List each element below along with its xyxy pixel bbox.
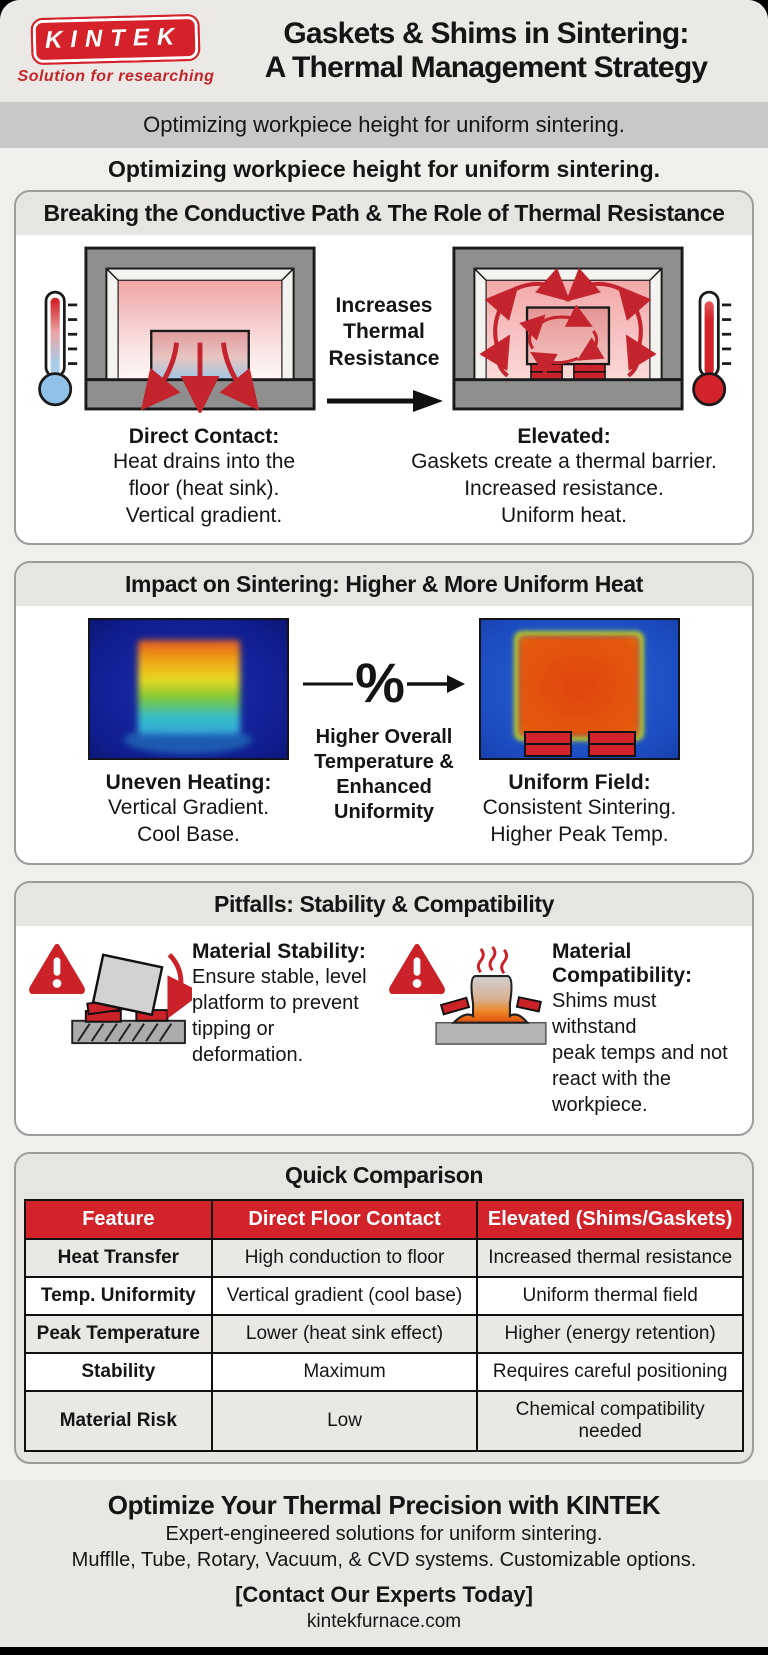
section-impact: Impact on Sintering: Higher & More Unifo… [14,561,754,866]
increases-resistance-label: Increases Thermal Resistance [328,294,440,370]
comparison-table: Feature Direct Floor Contact Elevated (S… [24,1199,744,1453]
thermometer-hot-icon [689,287,733,414]
stability-title: Material Stability: [192,940,366,964]
cell: High conduction to floor [210,1238,479,1279]
kintek-logo-box: KINTEK [30,13,202,66]
section-pitfalls: Pitfalls: Stability & Compatibility [14,881,754,1137]
warning-triangle-icon [28,942,86,999]
uneven-heating-caption: Uneven Heating: Vertical Gradient. Cool … [88,771,289,849]
uniform-field-caption: Uniform Field: Consistent Sintering. Hig… [479,771,680,849]
contact-cta[interactable]: [Contact Our Experts Today] [235,1582,533,1608]
furnace-direct-contact-diagram [83,245,317,418]
elevated-caption-title: Elevated: [517,424,611,448]
table-row: Heat Transfer High conduction to floor I… [24,1238,744,1279]
cell: Peak Temperature [24,1314,213,1355]
compatibility-title: Material Compatibility: [552,940,692,988]
dash-icon [303,682,354,686]
table-row: Peak Temperature Lower (heat sink effect… [24,1314,744,1355]
percent-symbol: % [355,651,405,715]
impact-middle: % Higher Overall Temperature & Enhanced … [299,618,469,824]
cell: Maximum [210,1352,479,1393]
thermal-uniform-graphic [479,618,680,761]
compatibility-text: Material Compatibility: Shims must withs… [552,940,744,1118]
bottom-black-bar [0,1647,768,1655]
brand-logo: KINTEK Solution for researching [14,13,218,86]
direct-contact-caption-title: Direct Contact: [128,424,280,448]
kintek-logo-text: KINTEK [44,23,183,54]
footer-line1: Expert-engineered solutions for uniform … [165,1523,603,1546]
footer-line2: Mufflle, Tube, Rotary, Vacuum, & CVD sys… [71,1549,697,1572]
section-conductive-path-title: Breaking the Conductive Path & The Role … [16,192,752,235]
thermal-image-uneven: Uneven Heating: Vertical Gradient. Cool … [88,618,289,849]
stability-text: Material Stability: Ensure stable, level… [192,940,384,1068]
uneven-heating-caption-text: Vertical Gradient. Cool Base. [107,796,270,847]
cell: Lower (heat sink effect) [210,1314,479,1355]
col-header-feature: Feature [24,1199,213,1241]
compatibility-icons [384,940,552,1052]
pitfall-stability: Material Stability: Ensure stable, level… [24,940,384,1118]
melting-workpiece-icon [430,945,552,1052]
cell: Material Risk [24,1390,213,1453]
cell: Requires careful positioning [476,1352,744,1393]
table-header-row: Feature Direct Floor Contact Elevated (S… [24,1199,744,1241]
arrow-right-icon [406,674,465,693]
cell: Higher (energy retention) [476,1314,744,1355]
direct-contact-caption-text: Heat drains into the floor (heat sink). … [112,449,296,527]
section-pitfalls-title: Pitfalls: Stability & Compatibility [16,883,752,927]
section-impact-title: Impact on Sintering: Higher & More Unifo… [16,563,752,607]
elevated-caption-text: Gaskets create a thermal barrier. Increa… [411,449,717,527]
uniform-field-caption-title: Uniform Field: [508,771,651,795]
page-title: Gaskets & Shims in Sintering: A Thermal … [264,17,708,84]
impact-middle-label: Higher Overall Temperature & Enhanced Un… [314,725,454,823]
subtitle-bold: Optimizing workpiece height for uniform … [107,155,661,182]
footer: Optimize Your Thermal Precision with KIN… [0,1480,768,1648]
right-arrow-icon [321,388,447,419]
furnace-elevated-diagram [451,245,685,418]
col-header-elevated: Elevated (Shims/Gaskets) [476,1199,744,1241]
thermometer-cold-icon [35,287,79,414]
conduction-captions: Direct Contact: Heat drains into the flo… [16,419,752,544]
conduction-diagram-row: Increases Thermal Resistance [16,235,752,419]
cell: Low [210,1390,479,1453]
header: KINTEK Solution for researching Gaskets … [0,0,768,102]
warning-triangle-icon [388,942,446,999]
percent-arrow-row: % [299,651,469,715]
footer-title: Optimize Your Thermal Precision with KIN… [107,1490,661,1521]
cell: Chemical compatibility needed [476,1390,744,1453]
thermal-uneven-graphic [88,618,289,761]
table-row: Material Risk Low Chemical compatibility… [24,1390,744,1453]
brand-tagline: Solution for researching [17,68,215,85]
impact-diagram-row: Uneven Heating: Vertical Gradient. Cool … [16,606,752,863]
section-conductive-path: Breaking the Conductive Path & The Role … [14,190,754,546]
conduction-middle: Increases Thermal Resistance [321,293,447,419]
section-comparison: Quick Comparison Feature Direct Floor Co… [14,1152,754,1465]
compatibility-body: Shims must withstand peak temps and not … [552,990,728,1117]
website-link[interactable]: kintekfurnace.com [306,1611,462,1633]
cell: Stability [24,1352,213,1393]
table-row: Stability Maximum Requires careful posit… [24,1352,744,1393]
thermal-image-uniform: Uniform Field: Consistent Sintering. Hig… [479,618,680,849]
elevated-caption: Elevated: Gaskets create a thermal barri… [384,425,744,530]
pitfalls-row: Material Stability: Ensure stable, level… [16,926,752,1134]
uniform-field-caption-text: Consistent Sintering. Higher Peak Temp. [482,796,677,847]
cell: Temp. Uniformity [24,1276,213,1317]
cell: Uniform thermal field [476,1276,744,1317]
uneven-heating-caption-title: Uneven Heating: [105,771,272,795]
tipping-block-icon [70,945,203,1052]
cell: Increased thermal resistance [476,1238,744,1279]
pitfall-compatibility: Material Compatibility: Shims must withs… [384,940,744,1118]
section-comparison-title: Quick Comparison [16,1154,752,1198]
cell: Vertical gradient (cool base) [210,1276,479,1317]
stability-icons [24,940,203,1052]
table-row: Temp. Uniformity Vertical gradient (cool… [24,1276,744,1317]
stability-body: Ensure stable, level platform to prevent… [192,966,367,1067]
subtitle-bar: Optimizing workpiece height for uniform … [0,102,768,148]
direct-contact-caption: Direct Contact: Heat drains into the flo… [24,425,384,530]
cell: Heat Transfer [24,1238,213,1279]
col-header-direct: Direct Floor Contact [210,1199,479,1241]
